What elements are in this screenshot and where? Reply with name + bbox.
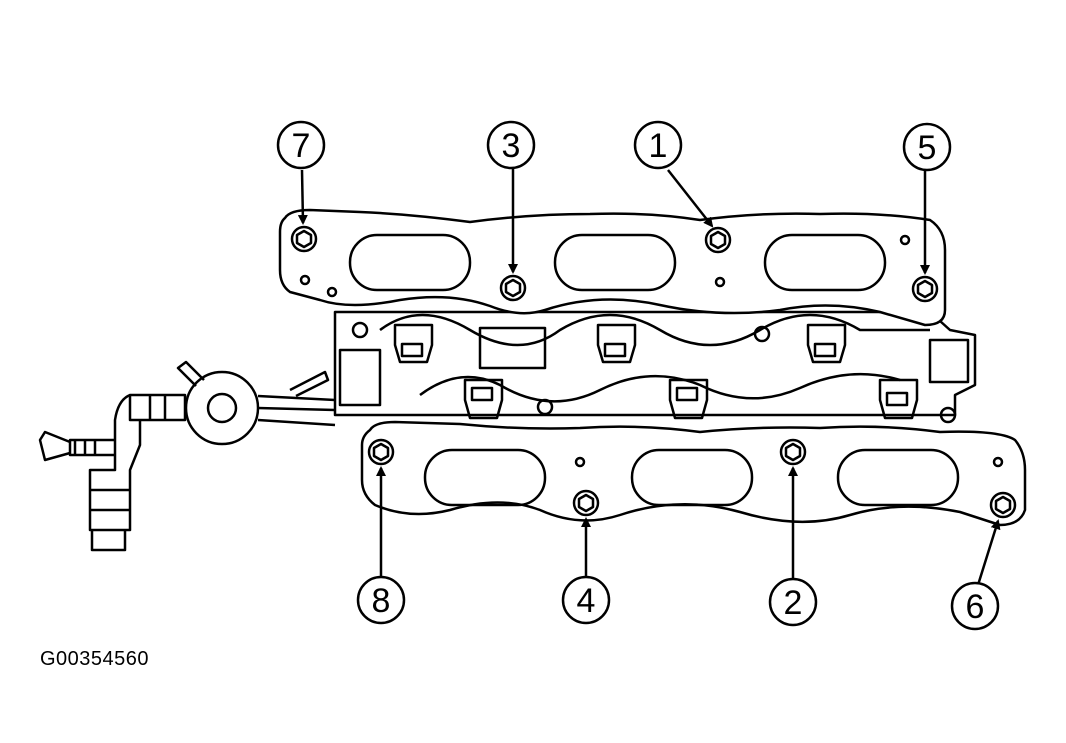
callout-1: 1 xyxy=(633,120,683,170)
injector-connector-upper-2 xyxy=(596,323,637,364)
bolt-3 xyxy=(499,274,527,302)
injector-connector-lower-1 xyxy=(463,378,504,420)
leader-1 xyxy=(667,169,714,228)
svg-text:2: 2 xyxy=(784,584,803,622)
manifold-body xyxy=(333,310,977,424)
svg-text:5: 5 xyxy=(918,129,937,167)
fuel-line-fitting xyxy=(38,393,187,552)
callout-6: 6 xyxy=(950,581,1000,631)
callout-5: 5 xyxy=(902,122,952,172)
svg-text:3: 3 xyxy=(502,127,521,165)
callout-4: 4 xyxy=(561,575,611,625)
leader-6 xyxy=(976,519,1001,586)
callout-leaders xyxy=(297,168,1001,586)
bolt-4 xyxy=(572,489,600,517)
bolt-2 xyxy=(779,438,807,466)
lower-manifold-flange xyxy=(360,420,1027,527)
svg-text:1: 1 xyxy=(649,127,668,165)
bolt-7 xyxy=(290,225,318,253)
callout-3: 3 xyxy=(486,120,536,170)
svg-text:6: 6 xyxy=(966,588,985,626)
figure-id-label: G00354560 xyxy=(40,648,150,670)
svg-text:8: 8 xyxy=(372,582,391,620)
callout-7: 7 xyxy=(276,120,326,170)
svg-text:4: 4 xyxy=(577,582,596,620)
injector-connector-upper-3 xyxy=(806,323,847,364)
injector-connector-upper-1 xyxy=(393,323,434,364)
upper-manifold-flange xyxy=(278,208,947,327)
fuel-pressure-regulator xyxy=(176,360,336,446)
callout-8: 8 xyxy=(356,575,406,625)
leader-7 xyxy=(297,169,308,225)
svg-text:7: 7 xyxy=(292,127,311,165)
bolt-1 xyxy=(704,226,732,254)
bolt-8 xyxy=(367,438,395,466)
injector-connector-lower-3 xyxy=(878,378,919,420)
callout-2: 2 xyxy=(768,577,818,627)
injector-connector-lower-2 xyxy=(668,378,709,420)
bolt-6 xyxy=(989,491,1017,519)
bolt-5 xyxy=(911,275,939,303)
